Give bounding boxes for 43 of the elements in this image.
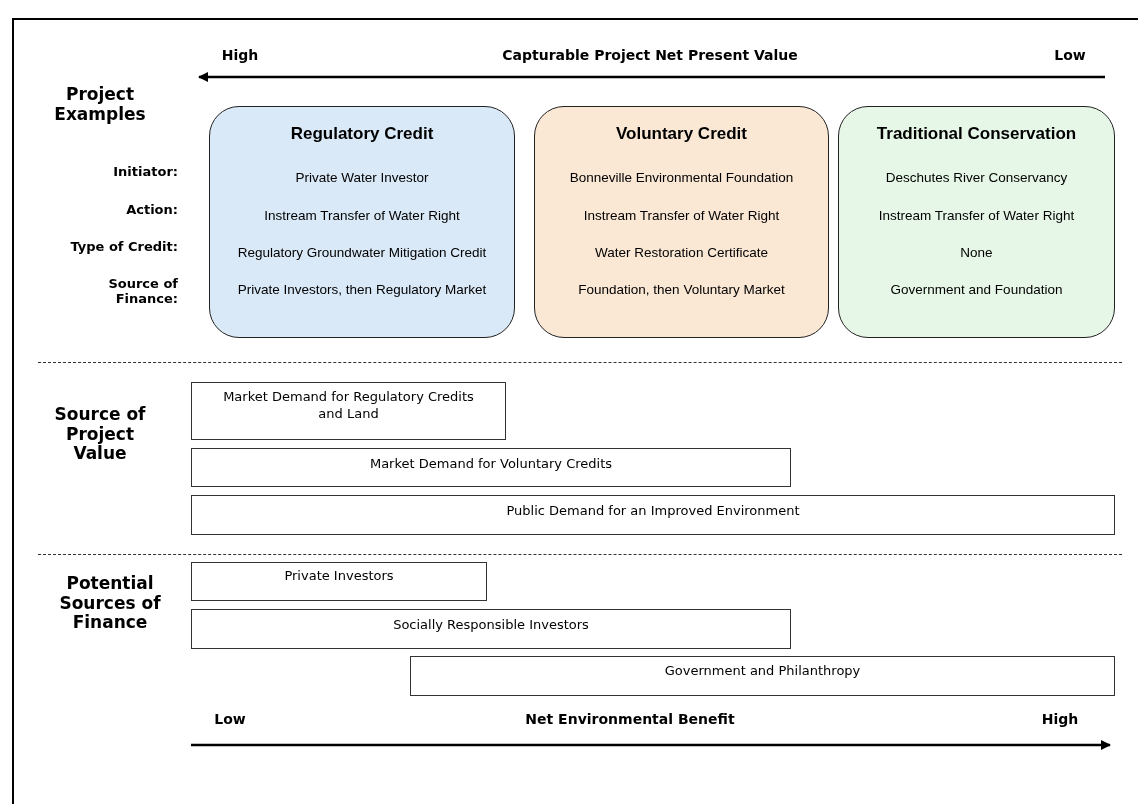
example-text: Private Investors, then Regulatory Market xyxy=(236,282,488,298)
example-text: Water Restoration Certificate xyxy=(594,245,769,261)
axis-label: High xyxy=(220,47,260,64)
example-text: Private Water Investor xyxy=(294,170,430,186)
range-bar xyxy=(191,609,791,649)
range-bar xyxy=(191,562,487,601)
category-box xyxy=(838,106,1115,338)
example-text: None xyxy=(959,245,994,261)
box-heading: Traditional Conservation xyxy=(875,124,1078,144)
example-text: Instream Transfer of Water Right xyxy=(877,208,1076,224)
axis-label: Action: xyxy=(125,203,178,218)
axis-label: Low xyxy=(213,711,247,728)
example-text: Regulatory Groundwater Mitigation Credit xyxy=(236,245,488,261)
example-text: Bonneville Environmental Foundation xyxy=(568,170,795,186)
example-text: Foundation, then Voluntary Market xyxy=(577,282,786,298)
axis-label: High xyxy=(1040,711,1080,728)
category-box xyxy=(209,106,515,338)
example-text: Government and Foundation xyxy=(889,282,1064,298)
bar-label: Market Demand for Voluntary Credits xyxy=(368,455,614,472)
example-text: Instream Transfer of Water Right xyxy=(582,208,781,224)
bar-label: Market Demand for Regulatory Credits and Land xyxy=(222,388,475,422)
bar-label: Socially Responsible Investors xyxy=(392,616,590,633)
bar-label: Private Investors xyxy=(283,567,395,584)
axis-label: Project Examples xyxy=(53,85,147,125)
range-bar xyxy=(191,448,791,487)
box-heading: Voluntary Credit xyxy=(615,124,748,144)
category-box xyxy=(534,106,829,338)
axis-label: Low xyxy=(1053,47,1087,64)
axis-label: Type of Credit: xyxy=(69,240,178,255)
bar-label: Government and Philanthropy xyxy=(663,662,862,679)
example-text: Instream Transfer of Water Right xyxy=(263,208,461,224)
axis-label: Source of Project Value xyxy=(53,405,147,464)
range-bar xyxy=(410,656,1115,696)
axis-label: Initiator: xyxy=(112,165,178,180)
box-heading: Regulatory Credit xyxy=(289,124,435,144)
bar-label: Public Demand for an Improved Environment xyxy=(505,502,801,519)
axis-label: Source of Finance: xyxy=(107,277,178,307)
range-bar xyxy=(191,495,1115,535)
example-text: Deschutes River Conservancy xyxy=(884,170,1069,186)
axis-label: Net Environmental Benefit xyxy=(524,711,736,728)
axis-label: Potential Sources of Finance xyxy=(58,574,162,633)
axis-label: Capturable Project Net Present Value xyxy=(501,47,799,64)
range-bar xyxy=(191,382,506,440)
